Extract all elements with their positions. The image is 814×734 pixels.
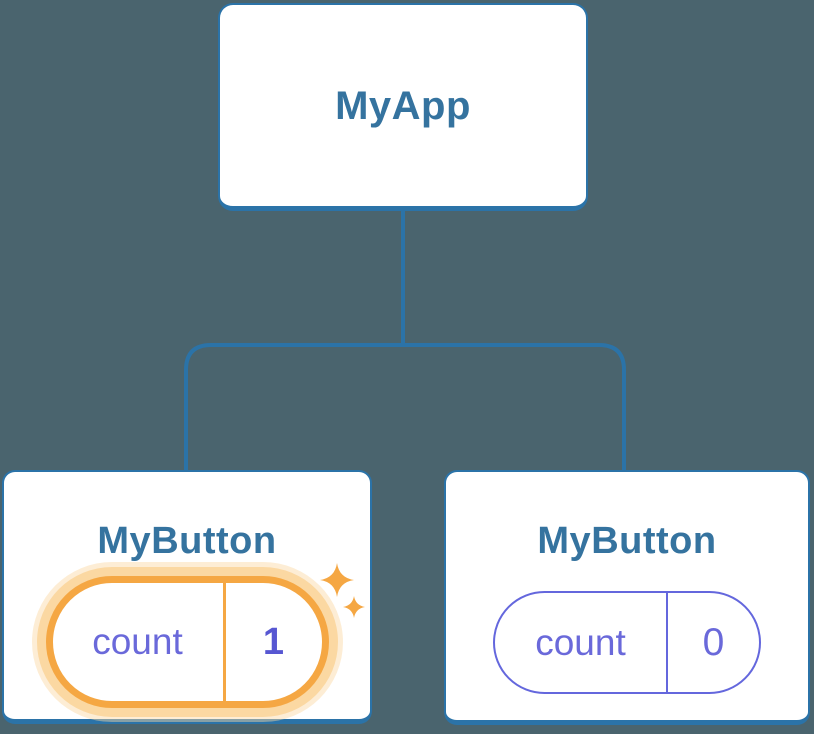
- component-card-mybutton-2: MyButton count 0: [444, 470, 810, 725]
- component-card-myapp: MyApp: [218, 3, 588, 211]
- state-label: count: [92, 621, 183, 662]
- component-card-mybutton-1: MyButton count 1: [2, 470, 372, 724]
- state-label: count: [535, 621, 626, 663]
- state-value: 1: [262, 620, 285, 663]
- component-title: MyButton: [97, 520, 277, 562]
- state-divider: [222, 583, 226, 701]
- component-title: MyApp: [335, 83, 471, 128]
- state-divider: [666, 593, 668, 692]
- state-pill: count 0: [493, 591, 761, 694]
- sparkles-icon: [320, 563, 365, 618]
- connector-branch: [184, 343, 626, 472]
- state-pill-highlighted: count 1: [45, 576, 329, 708]
- component-title: MyButton: [537, 520, 717, 562]
- state-value: 0: [702, 620, 725, 664]
